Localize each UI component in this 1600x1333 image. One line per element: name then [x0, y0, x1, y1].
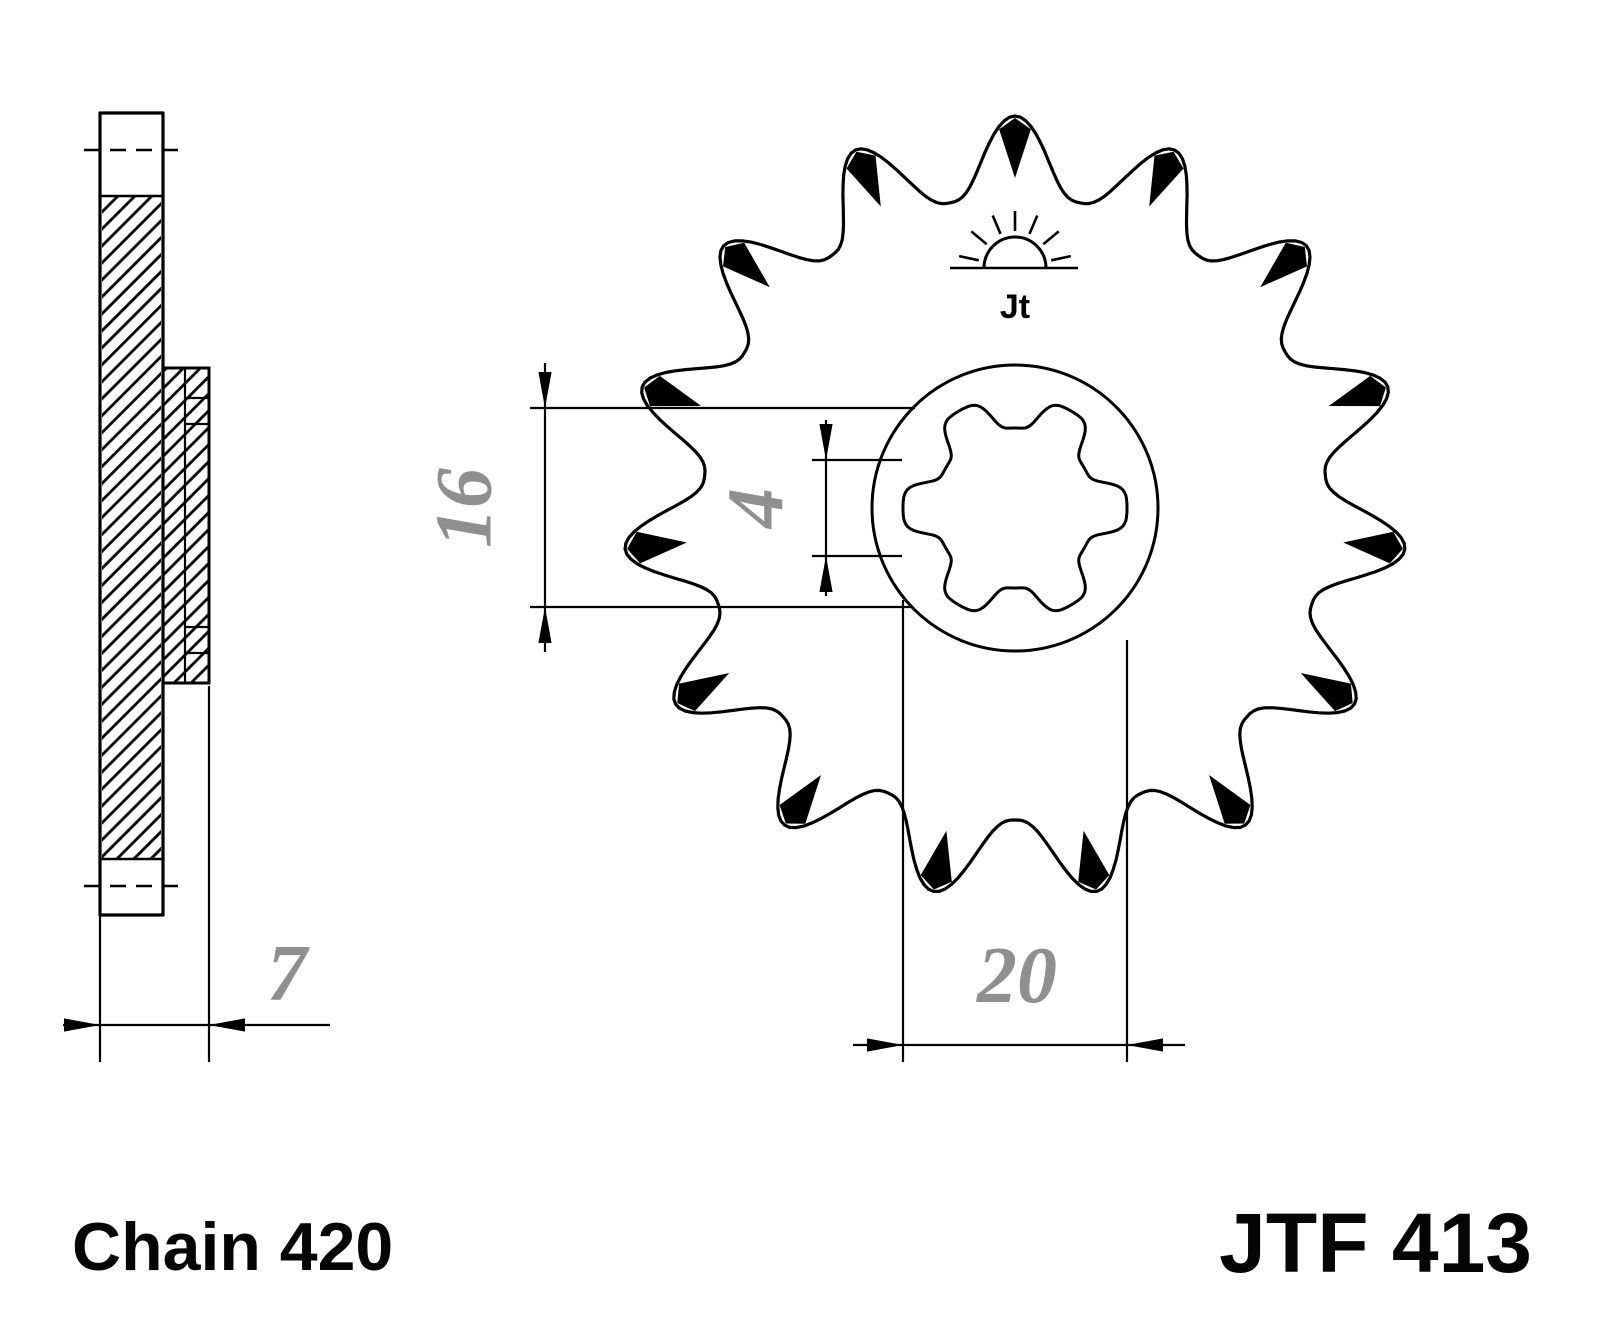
- part-number-caption: JTF 413: [1219, 1196, 1532, 1290]
- side-view: 7: [63, 111, 330, 1062]
- dim16-arrow-top: [538, 372, 552, 408]
- dim16-arrow-bottom: [538, 607, 552, 643]
- sun-rays-icon: [958, 211, 1072, 262]
- rising-sun-icon: [982, 235, 1048, 269]
- dim7-arrow-right: [209, 1018, 245, 1032]
- dim4-arrow-top: [819, 424, 833, 460]
- dim20-arrow-left: [867, 1038, 903, 1052]
- dim4-label: 4: [712, 488, 800, 530]
- dim20-group: 20: [853, 600, 1185, 1062]
- dim20-label: 20: [976, 932, 1057, 1020]
- dim4-arrow-bottom: [819, 556, 833, 592]
- jt-logo: Jt: [950, 211, 1078, 326]
- jt-logo-text: Jt: [1000, 288, 1030, 326]
- bore-circle: [870, 363, 1160, 653]
- dim16-group: 16: [420, 363, 915, 652]
- dim4-group: 4: [712, 420, 902, 596]
- dim20-arrow-right: [1127, 1038, 1163, 1052]
- dim16-label: 16: [420, 468, 508, 548]
- spline-bore-profile: [901, 403, 1129, 613]
- side-plate-hatch: [102, 196, 161, 859]
- dim7-label: 7: [267, 930, 310, 1018]
- front-view: Jt 16 4 20: [420, 114, 1407, 1062]
- chain-size-caption: Chain 420: [72, 1209, 393, 1285]
- dim7-arrow-left: [64, 1018, 100, 1032]
